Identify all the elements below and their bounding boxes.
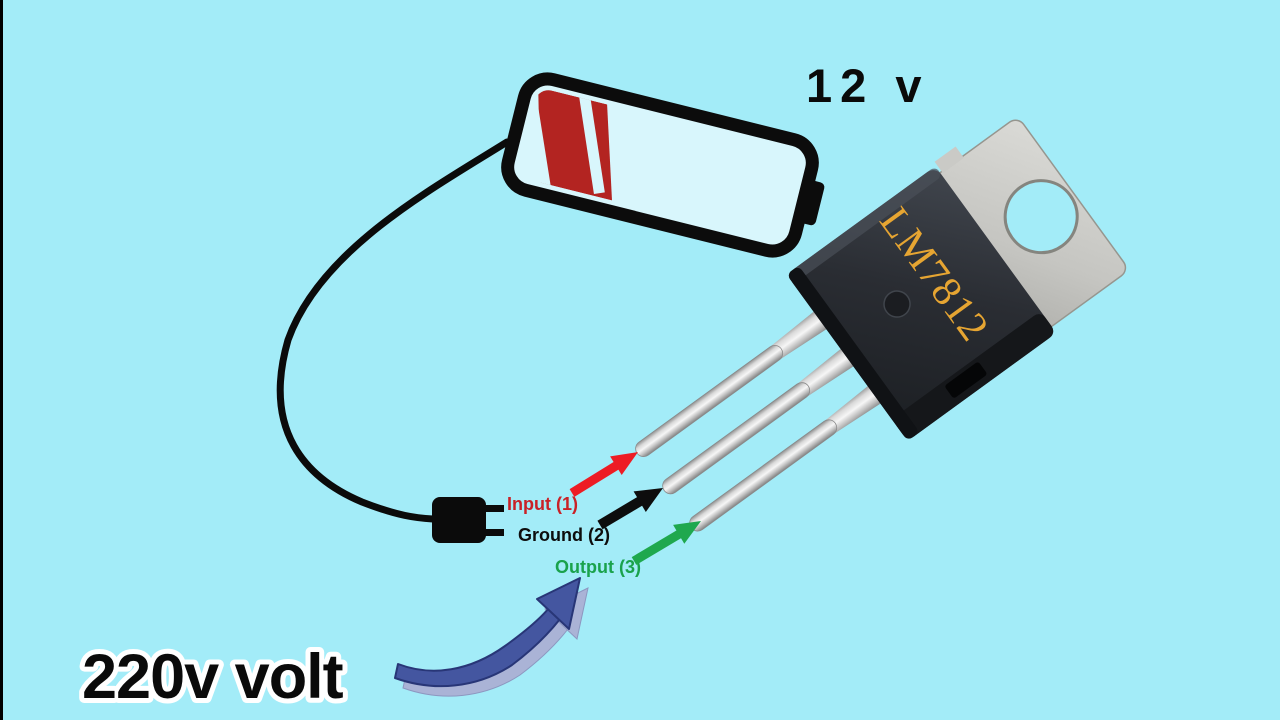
- regulator-body-step: [788, 267, 918, 439]
- plug-prong-top: [484, 505, 504, 512]
- regulator-mounting-hole: [1003, 179, 1079, 255]
- ground-arrow-icon: [597, 488, 663, 530]
- battery-slash-left: [527, 107, 551, 188]
- voltage-regulator: LM7812: [635, 119, 1127, 532]
- plug-icon: [432, 497, 504, 543]
- battery-voltage-label: 12 v: [806, 59, 929, 112]
- regulator-dimple: [883, 290, 911, 318]
- left-edge-strip: [0, 0, 3, 720]
- plug-prong-bottom: [484, 529, 504, 536]
- battery-slash-right: [579, 94, 605, 195]
- plug-body: [432, 497, 486, 543]
- source-arrow-icon: [394, 577, 589, 697]
- battery-icon: [501, 72, 825, 258]
- source-voltage-label: 220v volt: [82, 642, 344, 712]
- regulator-tab-notch: [934, 146, 964, 174]
- pin-label-ground: Ground (2): [518, 525, 610, 545]
- regulator-body-bevel: [788, 168, 941, 282]
- input-arrow-icon: [569, 452, 638, 497]
- battery-wire: [276, 138, 511, 523]
- pin-label-output: Output (3): [555, 557, 641, 577]
- output-arrow-icon: [631, 521, 701, 565]
- pin-label-input: Input (1): [507, 494, 578, 514]
- regulator-side-slot: [945, 362, 987, 398]
- source-arrow-main: [394, 577, 581, 688]
